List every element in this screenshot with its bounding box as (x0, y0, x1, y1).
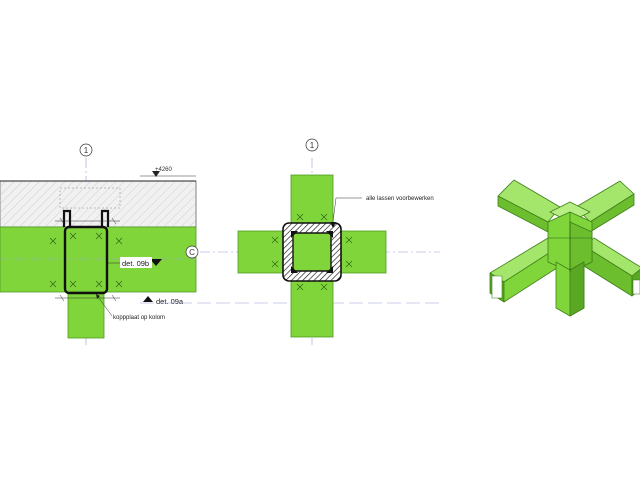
steel-beam (0, 226, 197, 293)
slab-hatching (0, 181, 196, 227)
axis-label-middle: 1 (310, 141, 315, 150)
beam-arm-top (290, 174, 334, 232)
note-left: koppplaat op kolom (113, 315, 165, 321)
note-leader-left (95, 293, 113, 317)
weld-corner-marks (291, 231, 333, 273)
grid-label-c: C (189, 248, 195, 257)
axis-bubble-left (79, 143, 93, 157)
beam-arm-bottom (290, 272, 334, 338)
bolt-marks-plan (271, 213, 353, 291)
dimension-ticks-left (55, 217, 120, 302)
note-middle-arrow-icon (330, 222, 336, 228)
column-core (292, 232, 332, 272)
note-leader-arrow-icon (96, 294, 100, 299)
isometric-node-3d (489, 179, 640, 317)
note-middle: alle lassen voorbewerken (366, 196, 434, 202)
axis-label-left: 1 (84, 146, 89, 155)
detail-b-tag (120, 257, 152, 268)
level-marker-icon (152, 171, 160, 177)
anchor-studs (62, 209, 110, 227)
arm-front-right-hollow (632, 279, 640, 295)
level-label: +4260 (155, 167, 173, 173)
slab-recess (59, 187, 121, 209)
detail-b-label: det. 09b (122, 259, 149, 268)
axis-bubble-middle (305, 138, 319, 152)
column-bottom-shade (569, 261, 585, 317)
column-section-outline (63, 225, 109, 295)
detail-b-arrow-icon (150, 259, 162, 266)
middle-plan-detail: 1 C (185, 138, 440, 345)
bolt-marks-beam (49, 237, 123, 288)
detail-a-label: det. 09a (156, 297, 184, 306)
arm-front-left-hollow (491, 275, 503, 299)
grid-bubble-c (185, 245, 199, 259)
bolt-marks-column (69, 232, 103, 288)
left-section-detail: 1 +4260 (0, 143, 440, 345)
note-leader-middle-v (332, 197, 337, 223)
detail-a-arrow-icon (143, 296, 153, 302)
steel-column-left (67, 291, 105, 339)
beam-arm-right (332, 230, 387, 274)
